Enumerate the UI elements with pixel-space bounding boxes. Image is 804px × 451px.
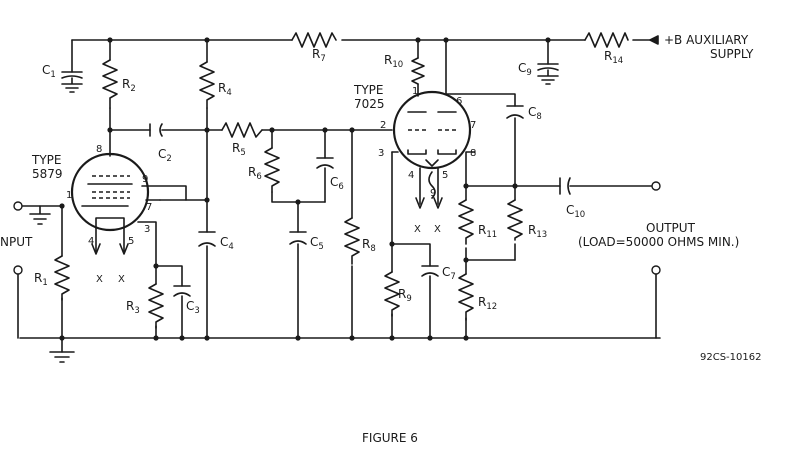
capacitor-C5 [289,231,307,245]
resistor-R8 [344,217,360,265]
resistor-R11 [458,199,474,245]
label-R3: R3 [126,299,140,316]
tube2-pin: 8 [470,148,476,159]
tube1-pin: 7 [146,202,152,213]
resistor-R7 [291,32,337,48]
wires [17,39,661,353]
label-C10: C10 [566,203,585,220]
resistor-R3 [148,283,164,329]
tube2-x-mark: X [434,224,441,235]
resistor-R4 [199,61,215,109]
label-R13: R13 [528,223,547,240]
label-C6: C6 [330,175,344,192]
tube1-x-mark: X [118,274,125,285]
label-C5: C5 [310,235,324,252]
terminals [13,35,661,275]
tube2-x-mark: X [414,224,421,235]
capacitor-C2 [149,123,163,137]
label-R7: R7 [312,47,326,64]
capacitor-C1 [61,71,83,93]
label-R5: R5 [232,141,246,158]
tube2-type-number: 7025 [354,97,385,111]
resistor-R2 [102,59,118,109]
supply-arrow-icon [649,35,659,45]
tube2-type-label: TYPE [353,83,383,97]
label-R12: R12 [478,295,497,312]
label-R1: R1 [34,271,48,288]
component-labels: C1 R2 R4 R7 R10 C9 R14 C8 C2 R5 R6 C6 C4… [34,47,623,316]
input-ground-terminal [13,265,23,275]
tube1-type-label: TYPE [31,153,61,167]
capacitor-C6 [316,157,334,169]
resistor-R12 [458,273,474,321]
resistor-R14 [584,32,629,48]
label-R9: R9 [398,287,412,304]
grounds [29,205,75,363]
capacitor-C3 [173,285,191,297]
input-ground-symbol [29,205,51,225]
junctions [59,37,551,341]
tube-7025 [392,90,472,209]
tube2-pin: 7 [470,120,476,131]
resistor-R1 [54,255,70,301]
output-ground-terminal [651,265,661,275]
tube2-pin: 9 [430,188,436,199]
tube-labels: TYPE 5879 8 9 1 7 3 4 5 X X TYPE 7025 1 … [31,83,476,285]
label-R2: R2 [122,77,136,94]
input-terminal [13,201,23,211]
label-C1: C1 [42,63,56,80]
capacitors [61,63,571,297]
supply-label-line1: +B AUXILIARY [664,33,749,47]
tube1-pin: 9 [142,174,148,185]
output-terminal [651,181,661,191]
tube2-pin: 1 [412,86,418,97]
label-R14: R14 [604,49,623,66]
tube1-pin: 3 [144,224,150,235]
label-R10: R10 [384,53,403,70]
tube2-pin: 5 [442,170,448,181]
label-C2: C2 [158,147,172,164]
tube2-pin: 4 [408,170,414,181]
tube2-pin: 2 [380,120,386,131]
label-C3: C3 [186,299,200,316]
output-label-line1: OUTPUT [646,221,696,235]
tube-5879 [70,152,150,255]
resistor-R13 [507,199,523,241]
label-R8: R8 [362,237,376,254]
label-C7: C7 [442,265,456,282]
capacitor-C4 [198,231,216,247]
label-R6: R6 [248,165,262,182]
resistors [54,32,629,329]
tube2-pin: 6 [456,96,462,107]
tube1-pin: 4 [88,236,94,247]
label-C9: C9 [518,61,532,78]
label-R4: R4 [218,81,232,98]
label-C4: C4 [220,235,234,252]
tube1-pin: 1 [66,190,72,201]
figure-code: 92CS-10162 [700,352,761,363]
annotations: +B AUXILIARY SUPPLY NPUT OUTPUT (LOAD=50… [0,33,761,445]
tube1-type-number: 5879 [32,167,63,181]
resistor-R6 [264,147,280,193]
capacitor-C10 [559,177,571,195]
label-C8: C8 [528,105,542,122]
supply-label-line2: SUPPLY [710,47,754,61]
resistor-R10 [411,57,425,85]
capacitor-C8 [506,105,524,119]
tube2-pin: 3 [378,148,384,159]
ground-symbol [49,351,75,363]
tube1-x-mark: X [96,274,103,285]
resistor-R5 [221,122,263,138]
capacitor-C9 [537,63,559,85]
input-label: NPUT [0,235,33,249]
output-label-line2: (LOAD=50000 OHMS MIN.) [578,235,739,249]
capacitor-C7 [421,265,439,277]
label-R11: R11 [478,223,497,240]
resistor-R9 [384,271,400,317]
tube1-pin: 8 [96,144,102,155]
figure-caption: FIGURE 6 [362,431,418,445]
tube1-pin: 5 [128,236,134,247]
